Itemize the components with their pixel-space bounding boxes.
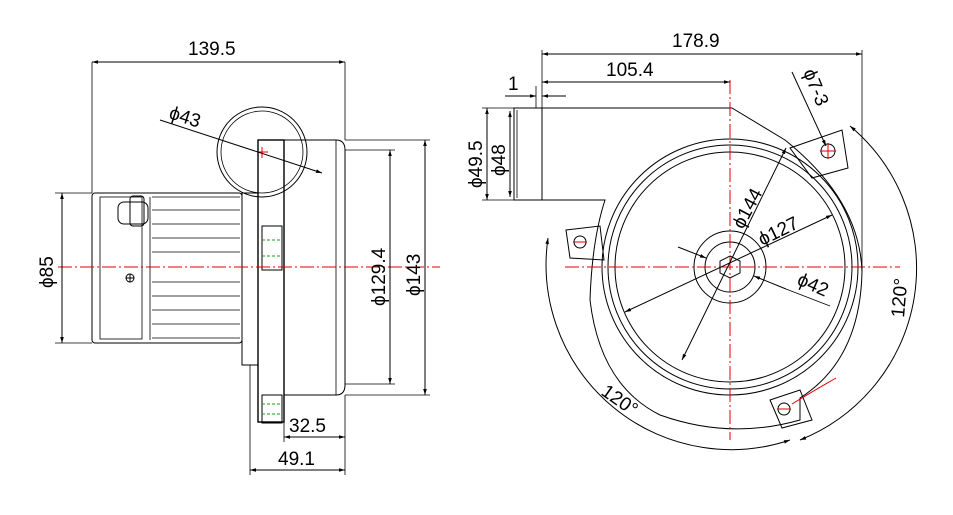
side-view: 139.5 ϕ43 ϕ85 ϕ129.4 ϕ143 32.5 49.1 [37, 39, 440, 475]
dim-depth-inner: 32.5 [289, 416, 326, 437]
mount-boss-lower [261, 394, 283, 424]
angle-arc-bottom [545, 237, 791, 451]
housing-plate [257, 139, 285, 423]
motor-body [91, 192, 243, 344]
angle-arc-right [799, 125, 918, 441]
dim-impeller-diameter: ϕ127 [755, 213, 802, 250]
mount-lug-left [565, 225, 605, 261]
dim-angle-bottom: 120° [597, 381, 641, 421]
dim-motor-diameter: ϕ85 [37, 256, 58, 288]
dim-overall-width: 178.9 [672, 31, 720, 52]
dim-angle-right: 120° [888, 277, 912, 318]
outlet-tube [216, 106, 308, 198]
motor-fins [149, 196, 240, 340]
cable-gland [117, 195, 149, 283]
dim-outlet-outer: ϕ49.5 [466, 140, 487, 188]
volute-housing [541, 107, 863, 430]
dim-outlet-offset: 105.4 [606, 60, 654, 81]
motor-endcap [99, 196, 143, 340]
dim-bolt-circle: ϕ144 [729, 185, 768, 233]
dim-wall-thickness: 1 [508, 74, 519, 95]
mount-lug-right [789, 129, 849, 179]
motor-flange [241, 192, 259, 366]
outlet-stub [513, 107, 543, 201]
dim-outlet-diameter: ϕ43 [166, 103, 203, 133]
dim-depth-overall: 49.1 [278, 449, 315, 470]
dim-overall-length: 139.5 [188, 39, 236, 60]
dim-housing-outer: ϕ143 [404, 254, 425, 296]
mount-boss-upper [261, 225, 283, 271]
front-view: 178.9 105.4 1 ϕ49.5 ϕ48 ϕ7-3 ϕ144 ϕ127 ϕ… [466, 31, 918, 451]
dim-housing-inner: ϕ129.4 [369, 247, 390, 306]
dim-mount-holes: ϕ7-3 [798, 66, 832, 109]
dim-hub-diameter: ϕ42 [794, 269, 832, 301]
dim-outlet-inner: ϕ48 [489, 144, 510, 176]
